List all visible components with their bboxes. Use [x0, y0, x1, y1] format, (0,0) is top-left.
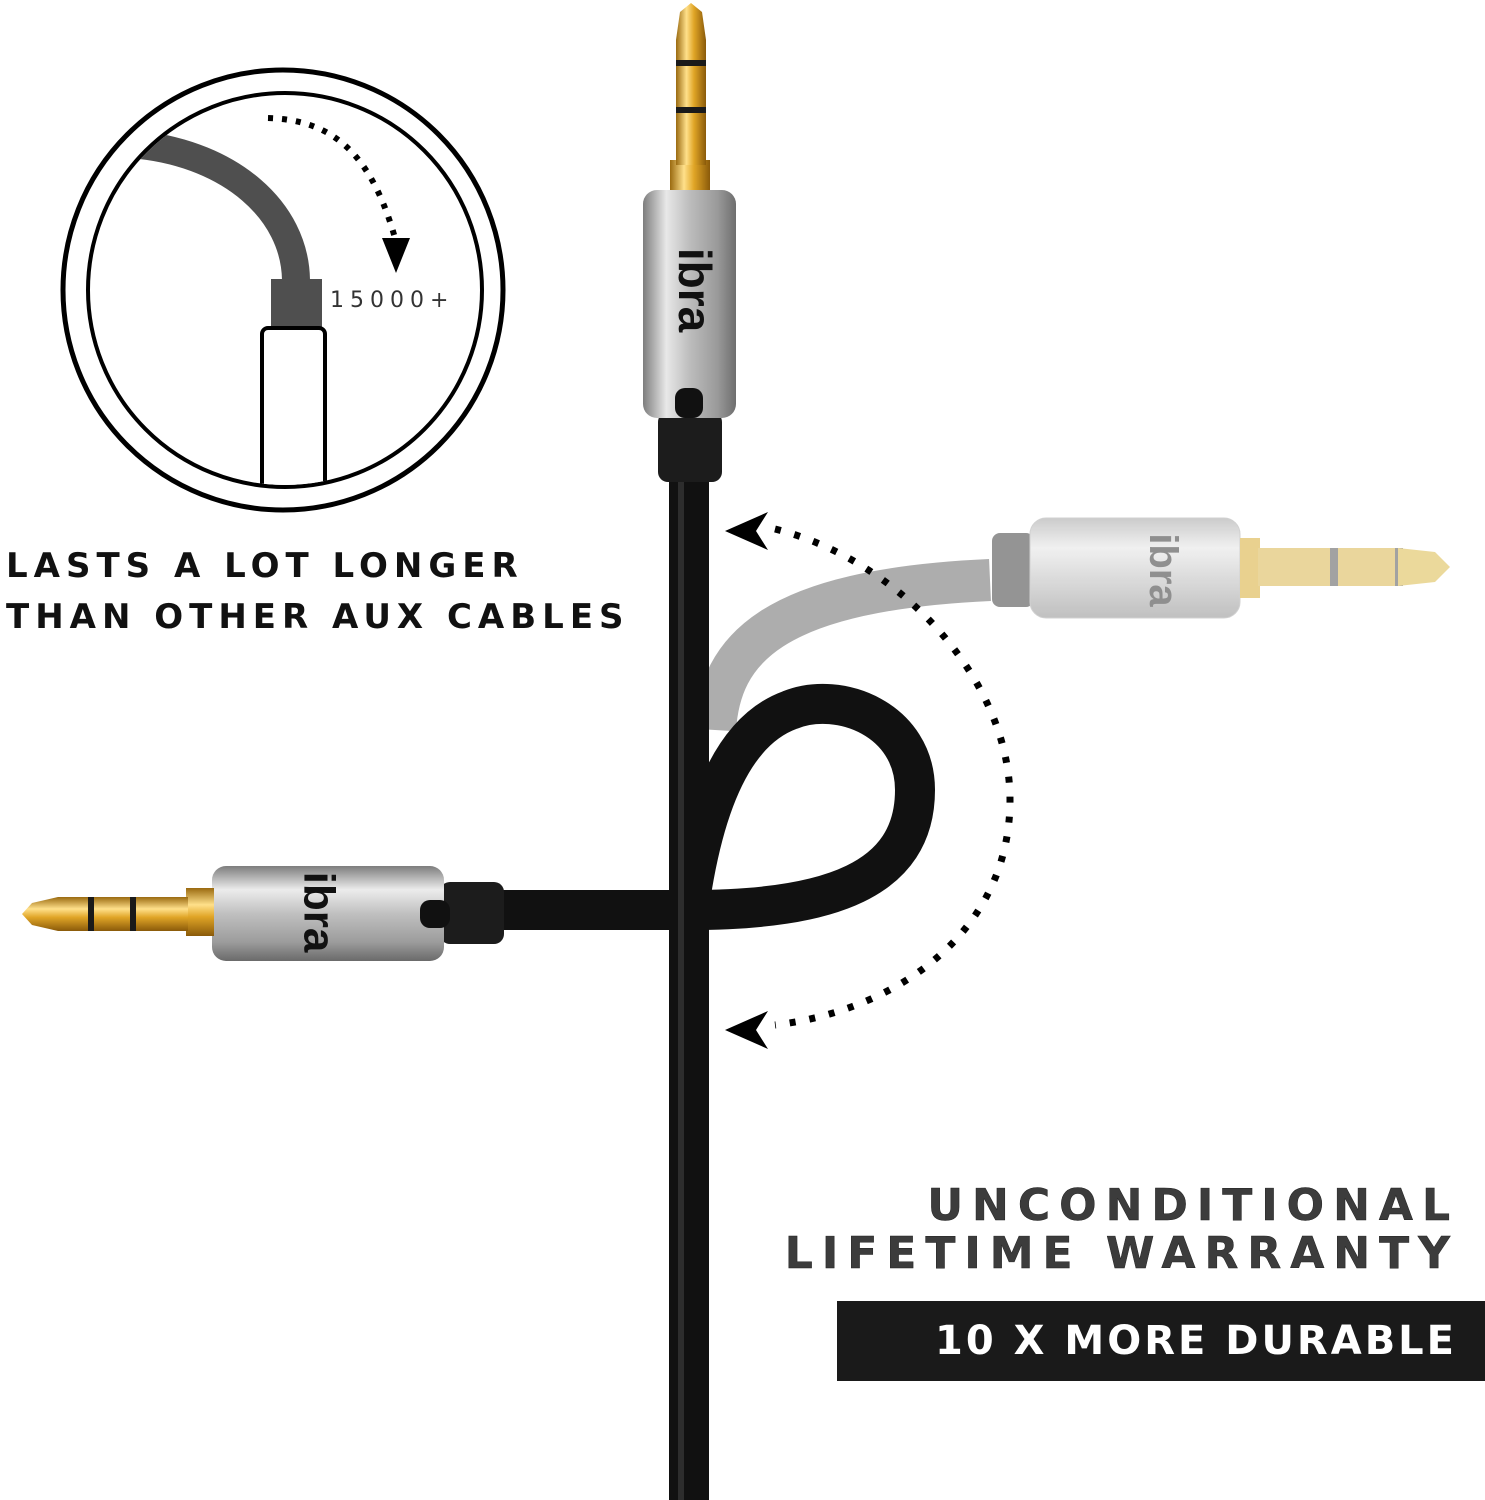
svg-text:ibra: ibra	[669, 248, 721, 333]
warranty-line2: Lifetime Warranty	[784, 1228, 1459, 1280]
durability-badge: 10 X More Durable	[837, 1301, 1485, 1381]
svg-text:ibra: ibra	[1141, 533, 1185, 607]
ghost-cable: ibra	[694, 517, 1450, 732]
headline-left-line1: Lasts a lot longer	[6, 546, 524, 586]
warranty-line1: Unconditional	[927, 1180, 1459, 1232]
bend-count-label: 15000+	[330, 288, 455, 313]
left-jack-plug: ibra	[22, 866, 504, 961]
main-cable	[669, 440, 709, 1500]
svg-text:ibra: ibra	[294, 872, 343, 953]
top-jack-plug: ibra	[643, 3, 736, 482]
durability-badge-label: 10 X More Durable	[935, 1318, 1457, 1364]
black-cable-loop	[500, 683, 936, 930]
rotation-arrows	[725, 512, 1014, 1049]
headline-left-line2: than other aux cables	[6, 597, 630, 637]
bend-diagram	[60, 67, 506, 513]
